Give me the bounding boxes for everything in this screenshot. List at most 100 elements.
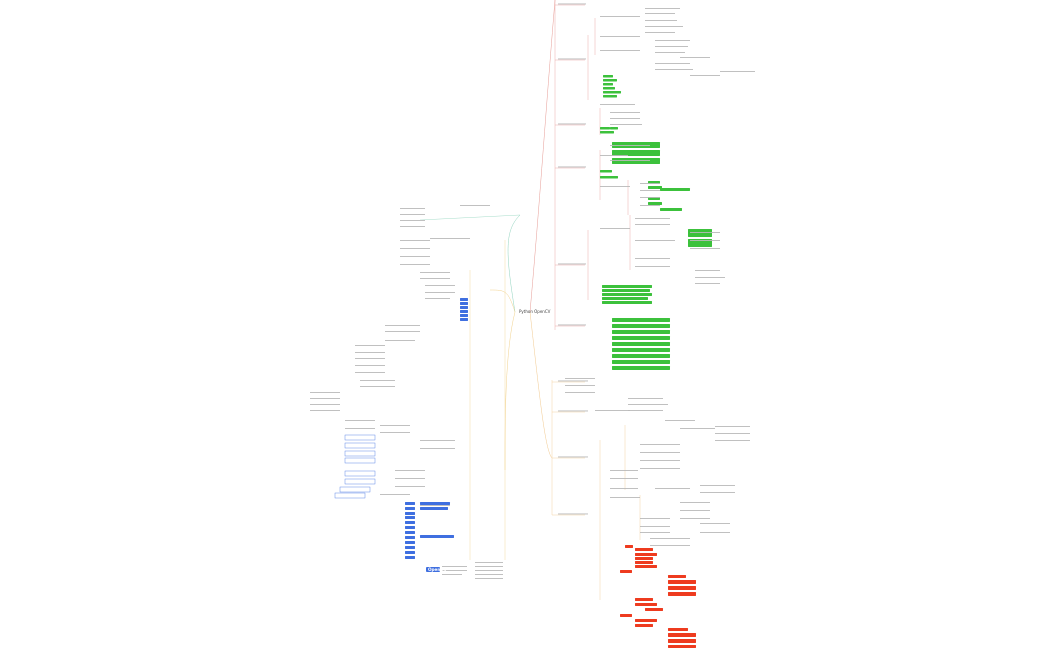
blue-node[interactable] [420,535,454,538]
green-node[interactable] [612,324,670,328]
red-node[interactable] [668,628,688,631]
node-text-bar [655,40,690,41]
red-node[interactable] [620,614,632,617]
green-node[interactable] [688,239,712,247]
green-node[interactable] [648,202,662,205]
blue-node[interactable] [405,531,415,534]
legend-badge[interactable]: OpenCV [426,567,447,572]
node-text-bar [680,518,710,519]
red-node[interactable] [635,553,657,556]
green-node[interactable] [612,354,670,358]
red-node[interactable] [625,545,633,548]
green-node[interactable] [648,186,662,189]
red-node[interactable] [668,575,686,578]
node-text-bar [610,112,640,113]
blue-outline-node[interactable] [344,478,376,485]
blue-node[interactable] [460,314,468,317]
green-node[interactable] [660,208,682,211]
blue-node[interactable] [460,306,468,309]
node-text-bar [355,345,385,346]
blue-node[interactable] [460,298,468,301]
blue-node[interactable] [405,521,415,524]
green-node[interactable] [603,79,617,82]
node-text-bar [665,420,695,421]
green-node[interactable] [603,91,621,94]
green-node[interactable] [600,176,618,179]
red-node[interactable] [668,592,696,596]
green-node[interactable] [600,127,610,130]
blue-node[interactable] [405,507,415,510]
green-node[interactable] [612,158,660,164]
root-node[interactable]: Python OpenCV [519,309,551,314]
blue-outline-node[interactable] [344,470,376,477]
green-node[interactable] [612,318,670,322]
green-node[interactable] [612,336,670,340]
blue-node[interactable] [405,516,415,519]
node-text-bar [655,46,688,47]
green-node[interactable] [612,348,670,352]
green-node[interactable] [600,131,614,134]
green-node[interactable] [602,301,652,304]
blue-node[interactable] [405,512,415,515]
green-node[interactable] [602,289,650,292]
red-node[interactable] [635,603,657,606]
blue-node[interactable] [460,302,468,305]
green-node[interactable] [603,83,613,86]
blue-node[interactable] [405,556,415,559]
green-node[interactable] [688,229,712,237]
green-node[interactable] [612,360,670,364]
red-node[interactable] [668,633,696,637]
red-node[interactable] [668,639,696,643]
blue-node[interactable] [405,551,415,554]
red-node[interactable] [635,619,657,622]
blue-node[interactable] [405,541,415,544]
green-node[interactable] [610,127,618,130]
node-text-bar [400,226,425,227]
node-text-bar [310,392,340,393]
green-node[interactable] [603,75,613,78]
green-node[interactable] [660,188,690,191]
node-text-bar [380,425,410,426]
red-node[interactable] [635,565,657,568]
red-node[interactable] [635,548,653,551]
blue-node[interactable] [405,546,415,549]
node-text-bar [640,468,680,469]
blue-outline-node[interactable] [344,434,376,441]
green-node[interactable] [612,366,670,370]
red-node[interactable] [635,561,653,564]
blue-node[interactable] [460,318,468,321]
blue-node[interactable] [460,310,468,313]
green-node[interactable] [612,150,660,156]
node-text-bar [380,494,410,495]
red-node[interactable] [668,645,696,648]
blue-outline-node[interactable] [344,450,376,457]
red-node[interactable] [668,580,696,584]
green-node[interactable] [602,285,652,288]
green-node[interactable] [603,95,617,98]
red-node[interactable] [668,586,696,590]
blue-node[interactable] [405,502,415,505]
blue-outline-node[interactable] [334,492,366,499]
blue-node[interactable] [405,536,415,539]
green-node[interactable] [612,342,670,346]
red-node[interactable] [635,557,653,560]
blue-outline-node[interactable] [339,486,371,493]
green-node[interactable] [612,330,670,334]
red-node[interactable] [635,598,653,601]
red-node[interactable] [620,570,632,573]
blue-node[interactable] [420,507,448,510]
blue-outline-node[interactable] [344,442,376,449]
blue-node[interactable] [405,526,415,529]
green-node[interactable] [602,297,648,300]
red-node[interactable] [645,608,663,611]
red-node[interactable] [635,624,653,627]
blue-outline-node[interactable] [344,457,376,464]
green-node[interactable] [603,87,615,90]
node-text-bar [628,398,663,399]
green-node[interactable] [600,170,612,173]
blue-node[interactable] [420,502,450,505]
node-text-bar [635,258,670,259]
node-text-bar [395,486,425,487]
green-node[interactable] [602,293,652,296]
